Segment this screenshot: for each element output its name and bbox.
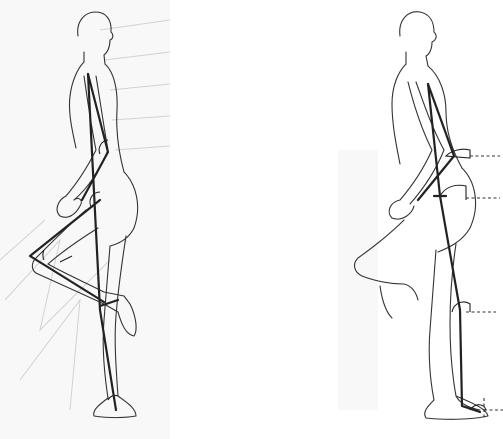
left-background-texture [0, 0, 170, 439]
right-joint-angles [440, 149, 486, 410]
hip-angle-arc [440, 185, 466, 200]
right-segment-lines [418, 84, 480, 412]
right-reference-lines [466, 156, 503, 418]
right-panel [338, 12, 503, 420]
left-panel [0, 0, 170, 439]
elbow-angle-arc [446, 149, 470, 158]
